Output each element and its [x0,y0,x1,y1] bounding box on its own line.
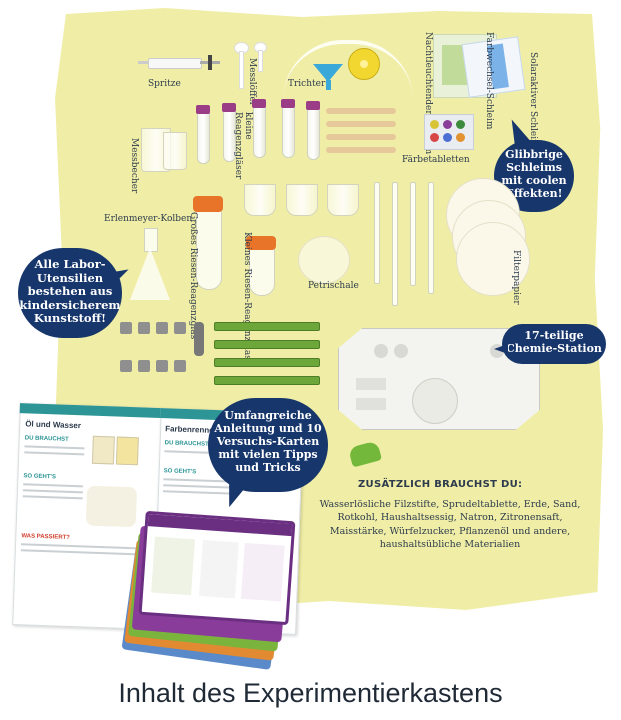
booklet-left-heading: Öl und Wasser [25,419,82,431]
bubble-labor-line: Kunststoff! [33,311,107,326]
bubble-anleitung-line: Umfangreiche [224,409,312,422]
booklet-sub: SO GEHT'S [163,468,197,476]
wooden-stick-1 [326,108,396,114]
label-messbecher: Messbecher [129,138,139,194]
bubble-anleitung-line: und Tricks [235,460,301,474]
petri-dish [298,236,350,284]
label-trichter: Trichter [288,79,326,89]
label-filterpapier: Filterpapier [511,250,521,305]
bubble-glibbrige-line: mit coolen [501,173,567,187]
wooden-stick-2 [326,121,396,127]
bubble-anleitung-line: Versuchs-Karten [216,434,320,448]
green-stick-4 [214,376,320,385]
small-cup-3 [327,184,359,216]
bubble-glibbrige-line: Glibbrige [505,148,563,161]
measuring-cup-2 [163,132,187,170]
bubble-glibbrige-line: Schleims [506,160,562,174]
small-test-tube-2 [222,103,236,162]
bubble-station-line: Chemie-Station [506,341,602,355]
label-petrischale: Petrischale [308,281,359,291]
label-faerbetabletten: Färbetabletten [402,155,470,165]
bubble-anleitung: Umfangreiche Anleitung und 10 Versuchs-K… [208,398,328,492]
bubble-labor-line: Utensilien [36,270,104,285]
label-erlenmeyer: Erlenmeyer-Kolben [104,214,193,224]
bubble-anleitung-line: mit vielen Tipps [218,447,318,461]
bubble-anleitung-line: Anleitung und 10 [214,421,322,435]
plastic-tube [283,40,413,134]
pipette-1 [374,182,380,284]
extra-heading: ZUSÄTZLICH BRAUCHST DU: [358,479,523,490]
measuring-spoons [234,42,274,92]
pipette-2 [392,182,398,306]
bubble-station-line: 17-teilige [524,329,584,342]
small-test-tube-1 [196,105,210,164]
clips-group [120,322,210,382]
syringe-item [138,55,220,70]
large-test-tube [193,196,223,290]
page-caption: Inhalt des Experimentierkastens [118,678,503,708]
extra-materials: Wasserlösliche Filzstifte, Sprudeltablet… [300,498,600,551]
small-test-tube-4 [281,99,295,158]
small-cup-2 [286,184,318,216]
label-spritze: Spritze [148,79,181,89]
label-grosses-riesen: Großes Riesen-Reagenzglas [188,212,198,340]
label-messloeffel: Messlöffel [247,58,257,105]
extra-line: Rotkohl, Haushaltsessig, Natron, Zitrone… [337,512,563,524]
label-farbwechsel: Farbwechsel-Schleim [484,32,494,130]
color-tablets [424,114,474,150]
bubble-labor-line: kindersicherem [19,297,121,312]
label-solaraktiver: Solaraktiver Schleim [528,52,538,148]
bubble-labor-line: bestehen aus [27,284,113,299]
bubble-glibbrige: Glibbrige Schleims mit coolen Effekten! [494,140,574,212]
filter-paper-3 [456,222,530,296]
extra-line: Maisstärke, Würfelzucker, Pflanzenöl und… [329,525,571,537]
green-stick-3 [214,358,320,367]
booklet-sub: SO GEHT'S [23,473,56,481]
small-test-tube-5 [306,101,320,160]
small-giant-test-tube [246,236,276,296]
bubble-labor: Alle Labor- Utensilien bestehen aus kind… [18,248,122,338]
bubble-glibbrige-line: Effekten! [505,186,563,200]
pipette-4 [428,182,434,294]
label-kleine-reagenzglaeser: kleine Reagenzgläser [233,112,253,180]
experiment-card-top [138,510,296,626]
small-test-tube-3 [252,99,266,158]
wooden-stick-3 [326,134,396,140]
wooden-stick-4 [326,147,396,153]
small-cup-1 [244,184,276,216]
bubble-station: 17-teilige Chemie-Station [502,324,606,364]
green-stick-2 [214,340,320,349]
bubble-labor-line: Alle Labor- [34,257,106,271]
pipette-3 [410,182,416,286]
green-stick-1 [214,322,320,331]
extra-line: Wasserlösliche Filzstifte, Sprudeltablet… [319,499,581,510]
bubble-station-tail [494,344,508,354]
erlenmeyer-flask [130,228,172,302]
extra-line: haushaltsübliche Materialien [379,538,521,550]
